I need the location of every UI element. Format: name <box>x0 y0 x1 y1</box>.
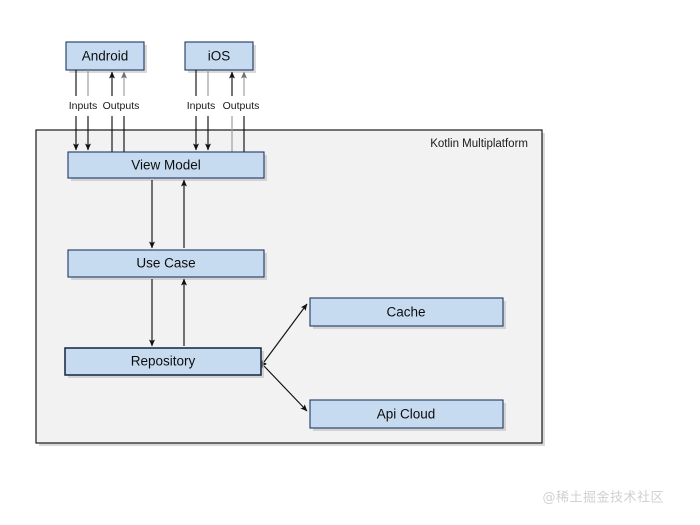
ios-inputs-label: Inputs <box>187 100 216 112</box>
arrow-repository-cache <box>260 303 308 367</box>
platform-android[interactable]: Android <box>65 41 147 73</box>
node-view-model[interactable]: View Model <box>67 151 267 181</box>
node-use-case[interactable]: Use Case <box>67 249 267 280</box>
ios-label: iOS <box>208 49 231 64</box>
repository-box[interactable] <box>64 347 262 376</box>
connection-view-model-use-case <box>149 179 187 249</box>
platform-ios[interactable]: iOS <box>184 41 256 73</box>
view-model-label: View Model <box>131 158 201 173</box>
android-box[interactable] <box>65 41 145 71</box>
android-inputs-label: Inputs <box>69 100 98 112</box>
node-repository[interactable]: Repository <box>64 347 264 378</box>
cache-box[interactable] <box>309 297 504 327</box>
view-model-box[interactable] <box>67 151 265 179</box>
use-case-label: Use Case <box>136 256 195 271</box>
ios-outputs-arrows <box>229 71 247 152</box>
api-cloud-label: Api Cloud <box>377 407 436 422</box>
android-label: Android <box>82 49 129 64</box>
kotlin-multiplatform-container: Kotlin Multiplatform <box>35 129 545 446</box>
ios-box[interactable] <box>184 41 254 71</box>
watermark: @稀土掘金技术社区 <box>542 490 664 506</box>
node-cache[interactable]: Cache <box>309 297 506 329</box>
repository-label: Repository <box>131 354 196 369</box>
connection-use-case-repository <box>149 278 187 347</box>
arrow-repository-api-cloud <box>259 361 308 412</box>
android-outputs-arrows <box>109 71 127 152</box>
android-outputs-label: Outputs <box>103 100 140 112</box>
cache-label: Cache <box>386 305 425 320</box>
ios-inputs-arrows <box>193 70 211 151</box>
ios-outputs-label: Outputs <box>223 100 260 112</box>
container-title: Kotlin Multiplatform <box>430 138 528 150</box>
android-inputs-arrows <box>73 70 91 151</box>
api-cloud-box[interactable] <box>309 399 504 429</box>
node-api-cloud[interactable]: Api Cloud <box>309 399 506 431</box>
use-case-box[interactable] <box>67 249 265 278</box>
